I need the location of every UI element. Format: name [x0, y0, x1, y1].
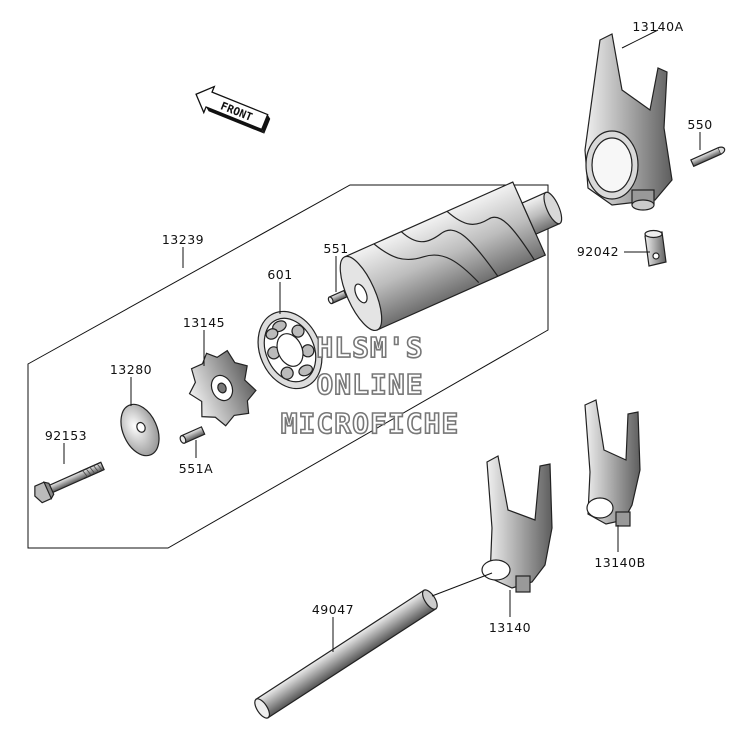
watermark-line-3: MICROFICHE	[281, 407, 460, 440]
label-13280: 13280	[110, 362, 152, 377]
shift-drum	[339, 181, 563, 332]
label-92042: 92042	[577, 244, 619, 259]
watermark-line-2: ONLINE	[316, 368, 423, 401]
label-13140A: 13140A	[632, 19, 683, 34]
fork-13140A	[584, 33, 673, 211]
bearing-601	[257, 310, 323, 390]
label-13145: 13145	[183, 315, 225, 330]
fork-13140B	[584, 399, 641, 527]
bolt-92153	[34, 461, 105, 504]
pin-550	[690, 146, 726, 168]
watermark-line-1: HLSM'S	[316, 331, 423, 364]
part-labels: 13140A 550 92042 13239 601 551 13145 132…	[45, 19, 712, 635]
shift-rod-49047	[254, 589, 438, 719]
watermark: HLSM'S ONLINE MICROFICHE	[280, 330, 460, 441]
label-550: 550	[687, 117, 712, 132]
front-arrow-icon: FRONT	[195, 85, 271, 134]
label-551: 551	[323, 241, 348, 256]
label-13140B: 13140B	[594, 555, 645, 570]
fork-13140	[481, 455, 553, 593]
label-13239: 13239	[162, 232, 204, 247]
label-601: 601	[267, 267, 292, 282]
pin-551A	[179, 426, 206, 444]
leader-lines	[63, 29, 701, 652]
pin-551	[327, 289, 348, 305]
cam-13145	[188, 349, 257, 427]
label-49047: 49047	[312, 602, 354, 617]
pin-92042	[644, 229, 667, 267]
label-13140: 13140	[489, 620, 531, 635]
assembly-frame	[27, 184, 549, 549]
label-551A: 551A	[179, 461, 213, 476]
label-92153: 92153	[45, 428, 87, 443]
plate-13280	[120, 403, 160, 457]
